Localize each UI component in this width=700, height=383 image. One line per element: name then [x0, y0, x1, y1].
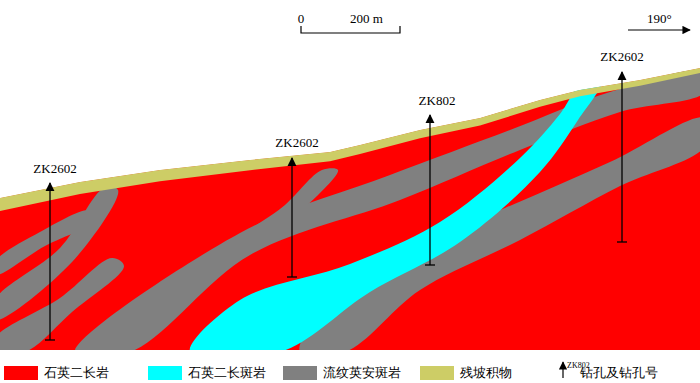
legend-text: 流纹英安斑岩 — [323, 364, 401, 382]
legend-item: 钻孔及钻孔号 — [580, 364, 658, 382]
drill-icon — [562, 362, 563, 378]
legend-swatch — [283, 366, 317, 380]
drill-hole-id: ZK802 — [419, 94, 456, 107]
rhyodacite-porphyry — [75, 70, 700, 357]
drill-hole — [287, 158, 297, 277]
drill-hole — [45, 183, 55, 340]
azimuth: 190° — [647, 12, 672, 25]
legend-item: 石英二长岩 — [4, 364, 109, 382]
legend-text: 钻孔及钻孔号 — [580, 364, 658, 382]
legend-item: 残坡积物 — [420, 364, 512, 382]
drill-hole-id: ZK2602 — [275, 136, 318, 149]
direction-arrow — [628, 29, 690, 30]
legend-swatch — [148, 366, 182, 380]
legend-swatch — [420, 366, 454, 380]
legend-text: 石英二长斑岩 — [188, 364, 266, 382]
drill-hole-id: ZK2602 — [600, 50, 643, 63]
rhyodacite-porphyry — [0, 258, 124, 355]
colluvium — [0, 68, 700, 211]
scale-zero: 0 — [298, 12, 305, 25]
legend-item: 流纹英安斑岩 — [283, 364, 401, 382]
quartz-monzonite-porphyry — [190, 78, 603, 359]
legend-text: 石英二长岩 — [44, 364, 109, 382]
drill-hole — [425, 115, 435, 265]
legend-swatch — [4, 366, 38, 380]
legend-text: 残坡积物 — [460, 364, 512, 382]
legend-item: 石英二长斑岩 — [148, 364, 266, 382]
rhyodacite-porphyry — [238, 168, 338, 248]
drill-hole — [617, 72, 627, 242]
scale-bar — [301, 26, 400, 33]
drill-hole-id: ZK2602 — [33, 162, 76, 175]
scale-length: 200 m — [350, 12, 383, 25]
